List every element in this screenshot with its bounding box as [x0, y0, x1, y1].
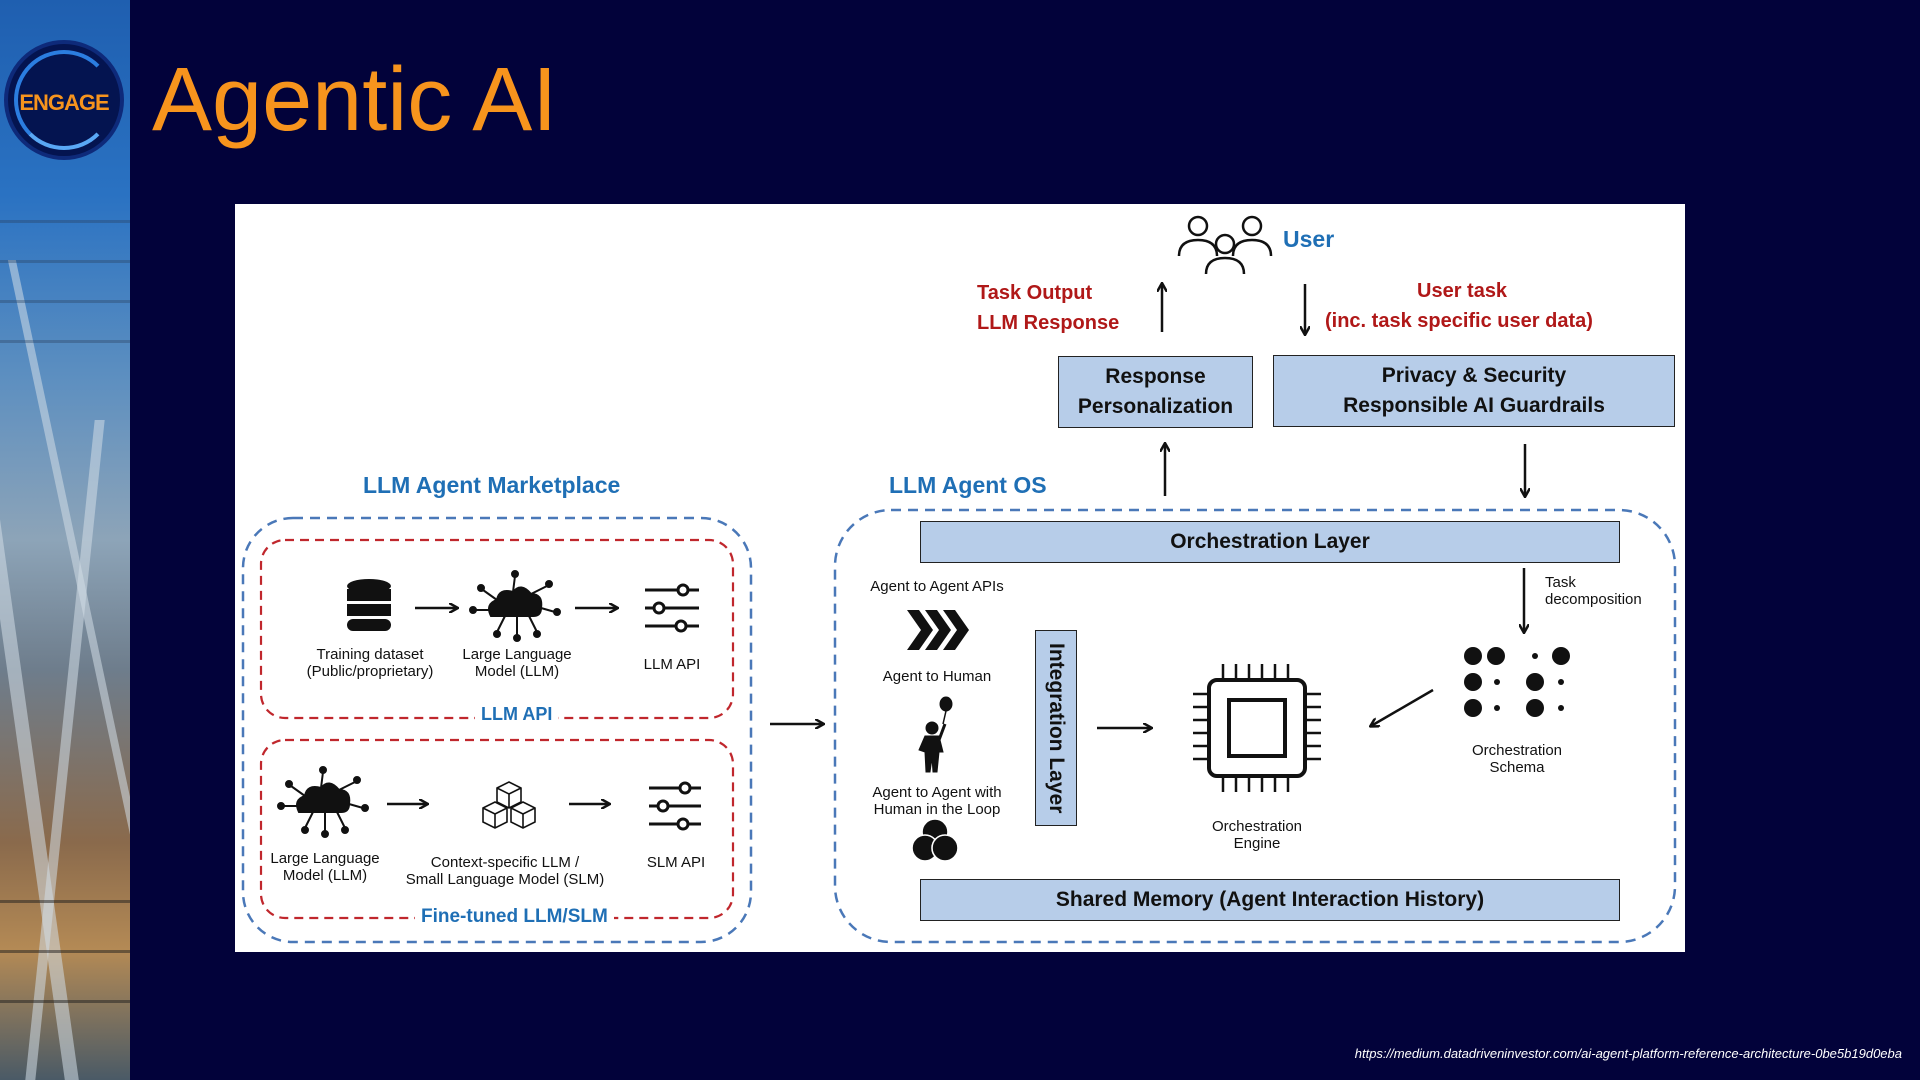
database-icon	[347, 579, 391, 631]
cloud-network-icon	[277, 766, 369, 838]
schema-dots-icon	[1464, 647, 1570, 717]
person-balloon-icon	[918, 696, 953, 773]
privacy-line1: Privacy & Security	[1381, 364, 1567, 387]
row1-item1-label: Training dataset(Public/proprietary)	[306, 646, 434, 680]
sliders-icon	[645, 583, 699, 633]
shared-memory-box: Shared Memory (Agent Interaction History…	[920, 879, 1620, 921]
llm-api-group-border	[259, 538, 735, 720]
user-label: User	[1283, 226, 1335, 252]
sliders-icon	[649, 781, 701, 831]
agent-to-human-label: Agent to Human	[882, 668, 992, 685]
llm-api-group-label: LLM API	[475, 704, 559, 725]
llm-response-label: LLM Response	[977, 312, 1120, 334]
response-personalization-line1: Response	[1105, 365, 1206, 388]
user-task-detail-label: (inc. task specific user data)	[1325, 310, 1593, 332]
agent-to-agent-label: Agent to Agent APIs	[870, 578, 1004, 595]
source-link[interactable]: https://medium.datadriveninvestor.com/ai…	[1354, 1046, 1902, 1061]
logo-text: ENGAGE	[19, 90, 109, 115]
arrow-schema-to-engine	[1371, 688, 1434, 726]
privacy-line2: Responsible AI Guardrails	[1343, 394, 1605, 417]
integration-layer-label: Integration Layer	[1045, 642, 1068, 814]
chevrons-icon	[907, 610, 969, 650]
marketplace-group-border	[241, 516, 753, 944]
row1-item3-label: LLM API	[643, 656, 701, 673]
response-personalization-line2: Personalization	[1077, 395, 1234, 418]
marketplace-title: LLM Agent Marketplace	[363, 472, 621, 498]
diagram-graphics	[241, 215, 1677, 944]
users-icon	[1177, 215, 1273, 275]
integration-layer-box: Integration Layer	[1035, 630, 1077, 826]
privacy-guardrails-box: Privacy & Security Responsible AI Guardr…	[1273, 355, 1675, 427]
slide-title: Agentic AI	[152, 50, 558, 150]
finetuned-group-label: Fine-tuned LLM/SLM	[415, 906, 614, 928]
agent-os-title: LLM Agent OS	[889, 472, 1047, 498]
sidebar-photo: ENGAGE	[0, 0, 130, 1080]
row2-item3-label: SLM API	[646, 854, 706, 871]
chip-icon	[1193, 664, 1321, 792]
response-personalization-box: Response Personalization	[1058, 356, 1253, 428]
cubes-icon	[482, 781, 536, 829]
task-output-label: Task Output	[977, 282, 1093, 304]
cloud-network-icon	[469, 570, 561, 642]
finetuned-group-border	[259, 738, 735, 920]
user-task-label: User task	[1417, 280, 1508, 302]
orchestration-layer-box: Orchestration Layer	[920, 521, 1620, 563]
engage-logo: ENGAGE	[4, 40, 124, 160]
agent-os-group-border	[833, 508, 1677, 944]
architecture-diagram: User Task Output LLM Response User task …	[235, 204, 1685, 952]
venn-icon	[911, 818, 959, 862]
row2-item2-label: Context-specific LLM /Small Language Mod…	[405, 854, 605, 888]
